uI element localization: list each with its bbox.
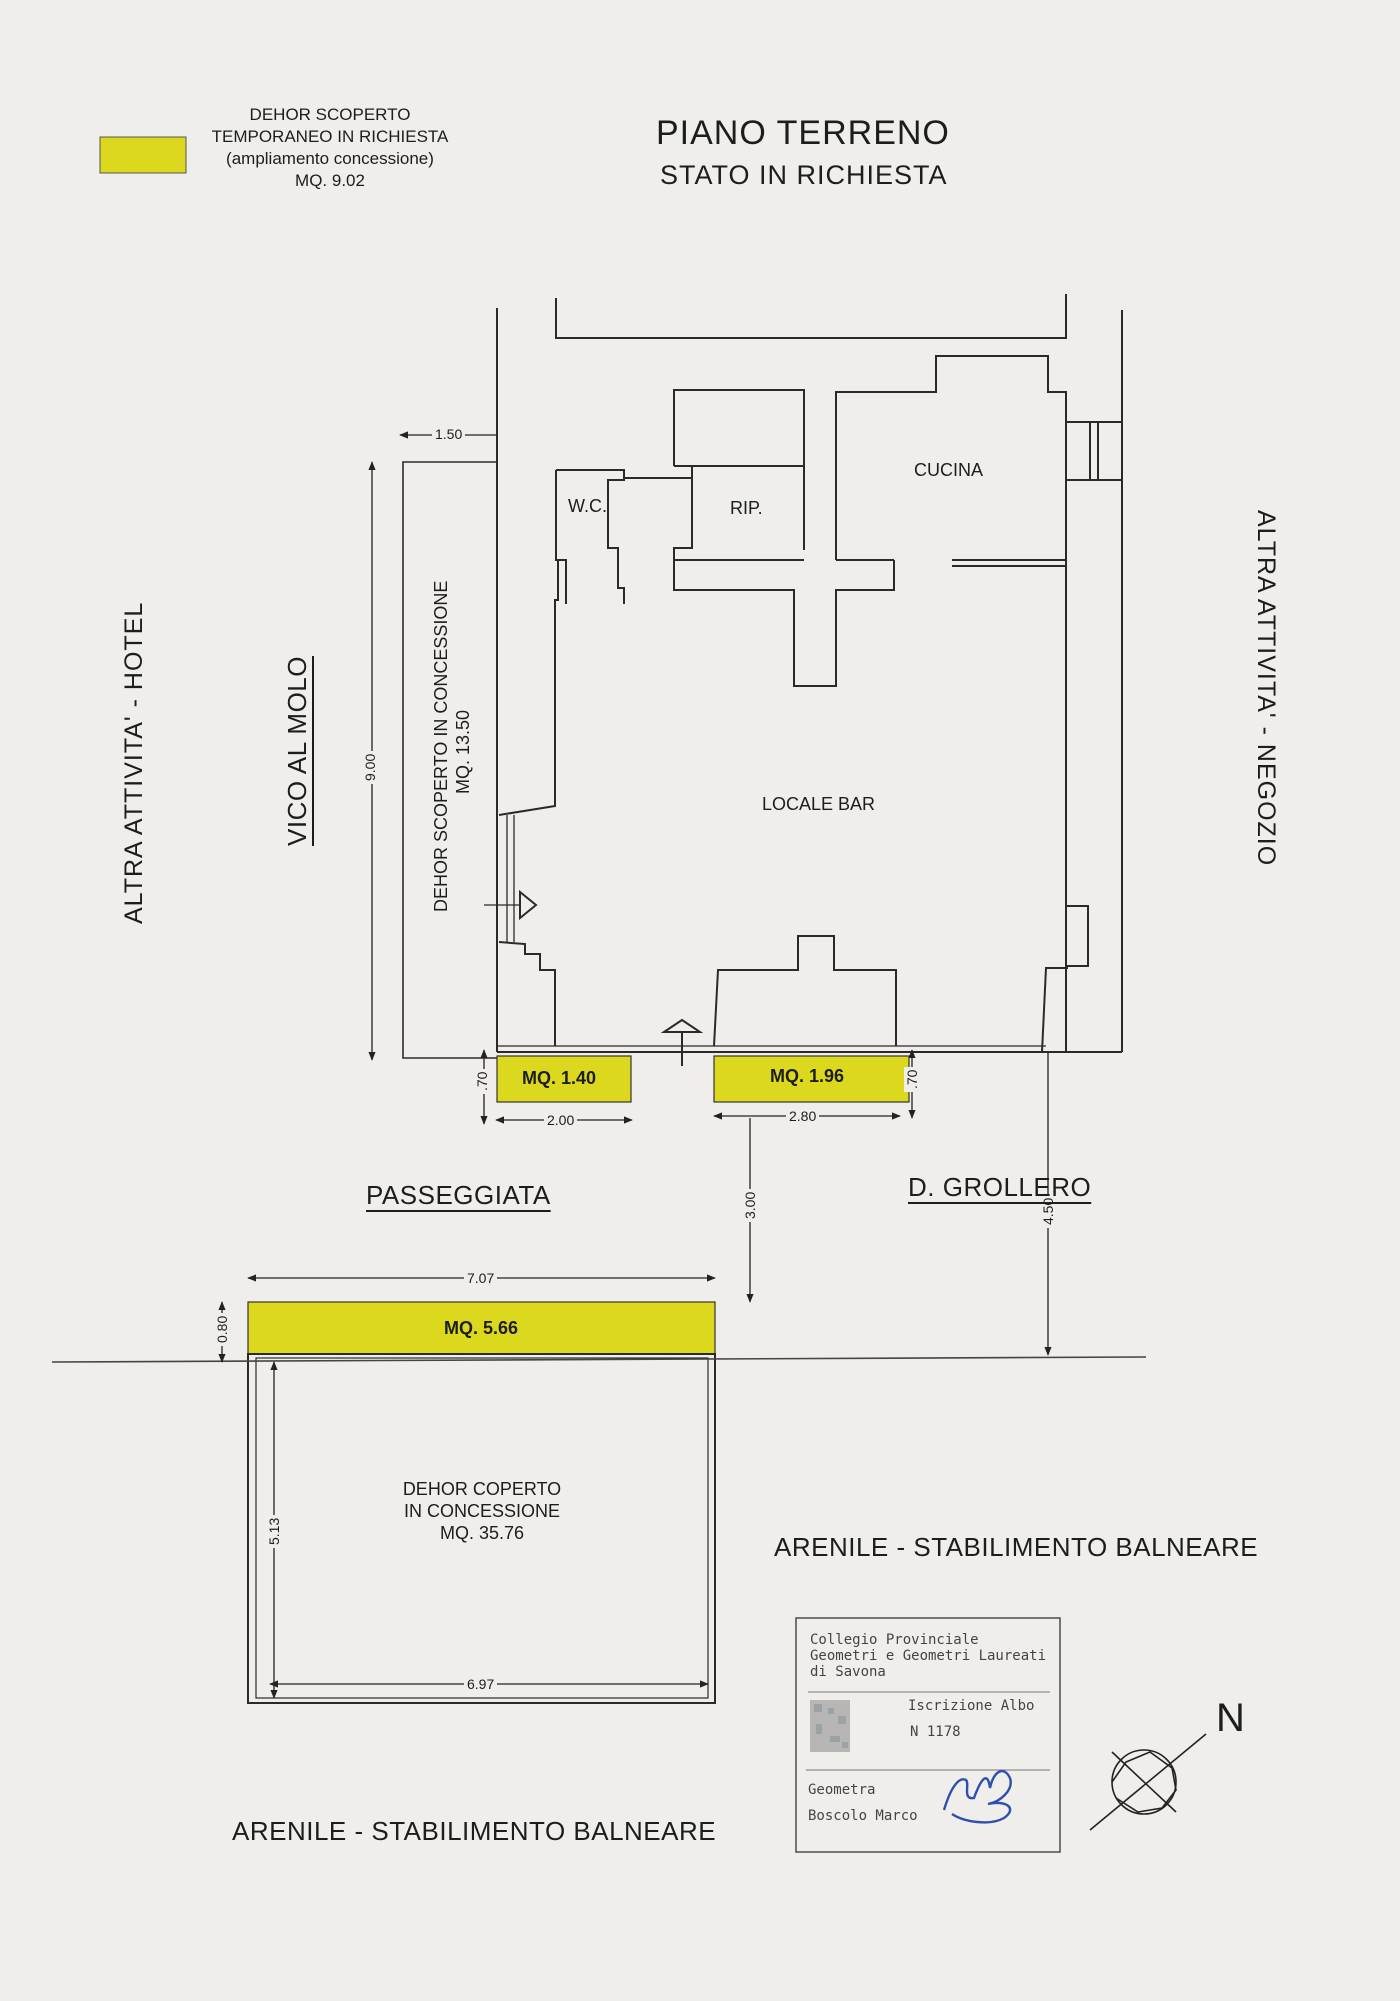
stamp-line-3: di Savona [810, 1664, 886, 1680]
dehor-scoperto-line-2: MQ. 13.50 [453, 709, 473, 795]
legend-line-4: MQ. 9.02 [295, 171, 365, 190]
dehor-scoperto-line-1: DEHOR SCOPERTO IN CONCESSIONE [431, 580, 451, 912]
requested-area-2-rect [713, 1055, 910, 1103]
dehor-coperto-label: DEHOR COPERTO IN CONCESSIONE MQ. 35.76 [346, 1478, 618, 1544]
requested-area-1: MQ. 1.40 [522, 1068, 597, 1088]
dim-6-97: 6.97 [464, 1676, 498, 1692]
dim-5-13: 5.13 [266, 1514, 282, 1548]
street-vico-al-molo: VICO AL MOLO [282, 656, 312, 846]
requested-area-3-rect [247, 1301, 716, 1355]
north-label: N [1216, 1696, 1245, 1740]
ground-line [51, 1356, 1147, 1363]
dehor-scoperto-outline [402, 461, 497, 1059]
stamp-numero: N 1178 [910, 1724, 961, 1740]
stamp-name: Boscolo Marco [808, 1808, 918, 1824]
street-grollero: D. GROLLERO [908, 1172, 1092, 1202]
dim-3-00: 3.00 [742, 1188, 758, 1222]
legend-line-1: DEHOR SCOPERTO [249, 105, 411, 124]
area-arenile-bottom: ARENILE - STABILIMENTO BALNEARE [232, 1816, 717, 1846]
building-walls [484, 294, 1123, 1066]
stamp-header: Collegio Provinciale Geometri e Geometri… [810, 1632, 1046, 1680]
side-left-hotel: ALTRA ATTIVITA' - HOTEL [120, 601, 148, 924]
page-subtitle: STATO IN RICHIESTA [660, 160, 948, 190]
dim-0-70-left: .70 [474, 1068, 490, 1094]
dim-2-00: 2.00 [544, 1112, 578, 1128]
stamp [795, 1617, 1061, 1853]
room-locale-bar: LOCALE BAR [762, 794, 876, 814]
legend-swatch [99, 136, 187, 174]
requested-area-1-rect [496, 1055, 632, 1103]
dim-1-50: 1.50 [432, 426, 466, 442]
room-rip: RIP. [730, 498, 763, 518]
stamp-line-2: Geometri e Geometri Laureati [810, 1648, 1047, 1664]
requested-area-3: MQ. 5.66 [444, 1318, 519, 1338]
dehor-coperto-line-1: DEHOR COPERTO [402, 1479, 562, 1499]
area-arenile-right: ARENILE - STABILIMENTO BALNEARE [774, 1532, 1259, 1562]
legend-text: DEHOR SCOPERTO TEMPORANEO IN RICHIESTA (… [204, 104, 456, 192]
dim-2-80: 2.80 [786, 1108, 820, 1124]
room-cucina: CUCINA [914, 460, 984, 480]
dim-0-70-right: .70 [904, 1066, 920, 1092]
qr-code-dots [814, 1704, 848, 1748]
dehor-scoperto-label: DEHOR SCOPERTO IN CONCESSIONE MQ. 13.50 [430, 580, 474, 912]
dim-9-00: 9.00 [362, 750, 378, 784]
dehor-coperto-outline [247, 1353, 716, 1704]
stamp-line-1: Collegio Provinciale [810, 1632, 979, 1648]
side-right-negozio: ALTRA ATTIVITA' - NEGOZIO [1252, 510, 1280, 867]
signature [942, 1769, 1012, 1824]
north-compass-icon [1089, 1733, 1207, 1831]
stamp-role: Geometra [808, 1782, 876, 1798]
page-title: PIANO TERRENO [656, 114, 950, 152]
legend-line-3: (ampliamento concessione) [226, 149, 434, 168]
requested-area-2: MQ. 1.96 [770, 1066, 845, 1086]
dim-7-07: 7.07 [464, 1270, 498, 1286]
dehor-coperto-line-3: MQ. 35.76 [439, 1523, 525, 1543]
street-passeggiata: PASSEGGIATA [366, 1180, 551, 1210]
stamp-iscrizione: Iscrizione Albo [908, 1698, 1035, 1714]
legend-line-2: TEMPORANEO IN RICHIESTA [211, 127, 449, 146]
dim-0-80: 0.80 [214, 1312, 230, 1346]
dehor-coperto-line-2: IN CONCESSIONE [403, 1501, 561, 1521]
room-wc: W.C. [568, 496, 607, 516]
